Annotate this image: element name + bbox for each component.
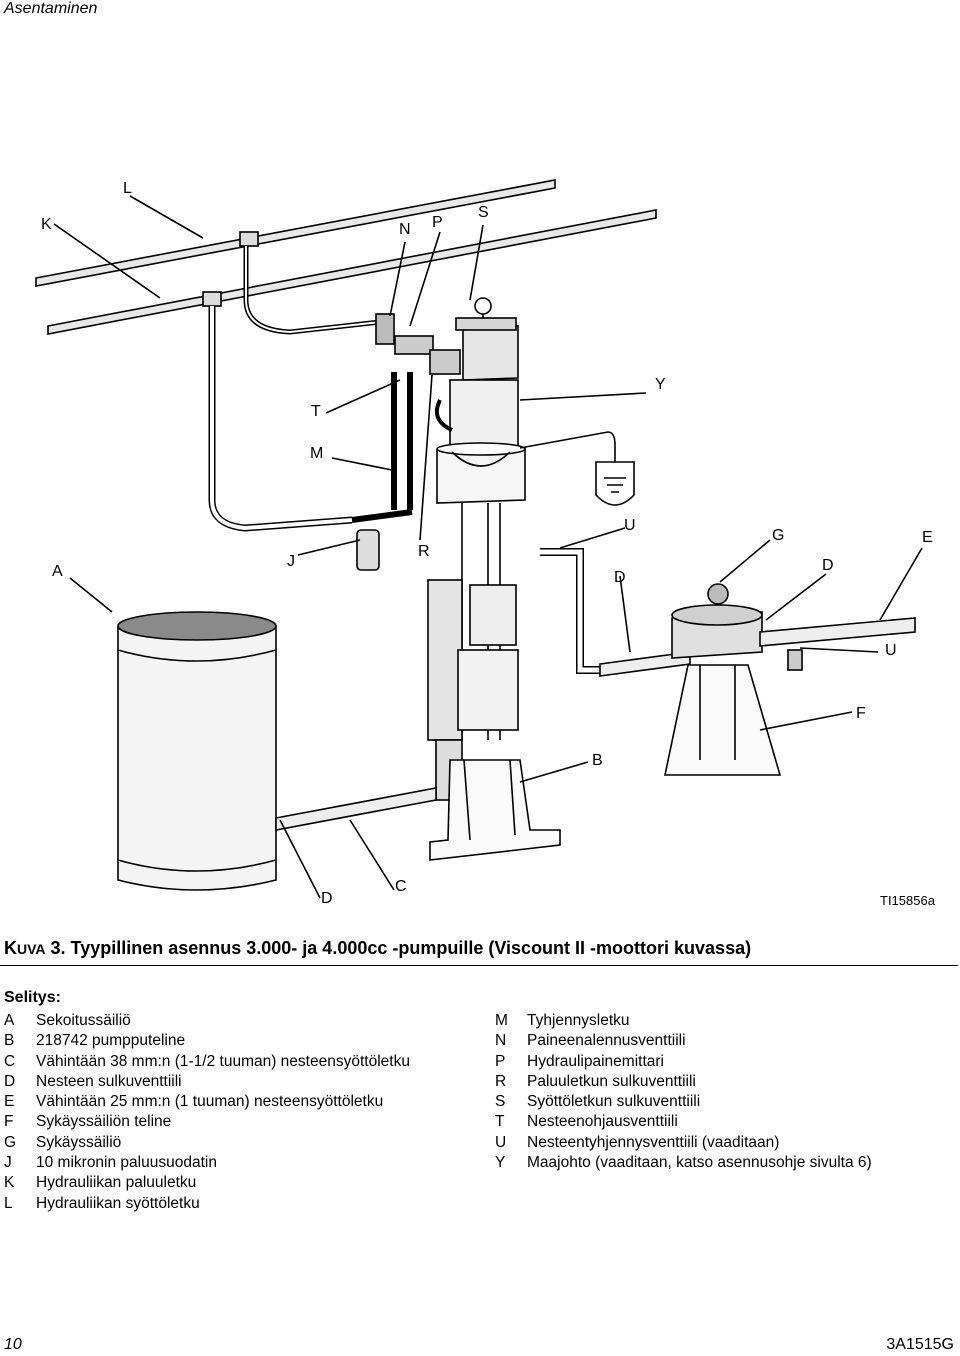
callout-l: L xyxy=(123,180,132,197)
callout-y: Y xyxy=(655,376,666,393)
callout-f: F xyxy=(856,705,866,722)
section-title: Asentaminen xyxy=(4,0,98,17)
callout-r: R xyxy=(418,543,430,560)
hydraulic-return-line xyxy=(47,209,657,335)
callout-d-suction: D xyxy=(321,890,333,907)
legend-key: F xyxy=(4,1113,14,1131)
legend-text: Vähintään 38 mm:n (1-1/2 tuuman) nesteen… xyxy=(36,1052,410,1070)
callout-u-tank: U xyxy=(885,642,897,659)
legend-key: C xyxy=(4,1052,16,1070)
legend-item: L Hydrauliikan syöttöletku xyxy=(4,1194,410,1214)
legend-item: R Paluuletkun sulkuventtiili xyxy=(495,1072,872,1092)
legend-item: A Sekoitussäiliö xyxy=(4,1011,410,1031)
legend-item: K Hydrauliikan paluuletku xyxy=(4,1173,410,1193)
legend-key: G xyxy=(4,1133,17,1151)
callout-u-top: U xyxy=(624,517,636,534)
legend-text: Sykäyssäiliön teline xyxy=(36,1113,172,1131)
legend-item: C Vähintään 38 mm:n (1-1/2 tuuman) nestee… xyxy=(4,1052,410,1072)
illustration-number: TI15856a xyxy=(880,893,935,908)
legend-item: D Nesteen sulkuventtiili xyxy=(4,1072,410,1092)
callout-k: K xyxy=(41,216,52,233)
callout-p: P xyxy=(432,214,443,231)
legend-item: S Syöttöletkun sulkuventtiili xyxy=(495,1092,872,1112)
legend-text: Paineenalennusventtiili xyxy=(527,1032,686,1050)
legend-text: Nesteen sulkuventtiili xyxy=(36,1072,182,1090)
legend-text: Syöttöletkun sulkuventtiili xyxy=(527,1093,701,1111)
callout-m: M xyxy=(310,445,324,462)
callout-n: N xyxy=(399,221,411,238)
legend-text: Paluuletkun sulkuventtiili xyxy=(527,1072,696,1090)
document-number: 3A1515G xyxy=(886,1336,954,1353)
installation-drawing xyxy=(35,179,923,899)
legend-key: N xyxy=(495,1032,507,1050)
legend-right-column: M Tyhjennysletku N Paineenalennusventtiili… xyxy=(495,1011,872,1173)
legend-item: Y Maajohto (vaaditaan, katso asennusohje … xyxy=(495,1153,872,1173)
legend-text: Hydrauliikan paluuletku xyxy=(36,1174,197,1192)
legend-key: A xyxy=(4,1012,15,1029)
legend-text: Sekoitussäiliö xyxy=(36,1012,131,1029)
legend-key: K xyxy=(4,1174,15,1192)
legend-text: Vähintään 25 mm:n (1 tuuman) nesteensyöt… xyxy=(36,1093,384,1111)
legend-item: G Sykäyssäiliö xyxy=(4,1133,410,1153)
legend-text: Tyhjennysletku xyxy=(527,1012,630,1029)
figure-caption: KUVA 3. Tyypillinen asennus 3.000- ja 4.… xyxy=(4,938,751,959)
caption-divider xyxy=(0,965,958,966)
legend-text: Hydraulipainemittari xyxy=(527,1052,664,1070)
hydraulic-supply-line xyxy=(35,179,556,287)
callout-j: J xyxy=(287,553,295,570)
legend-key: E xyxy=(4,1093,15,1111)
legend-item: E Vähintään 25 mm:n (1 tuuman) nesteensyö… xyxy=(4,1092,410,1112)
callout-d-tank: D xyxy=(822,557,834,574)
legend-key: M xyxy=(495,1012,508,1029)
callout-e: E xyxy=(922,529,933,546)
caption-text: 3. Tyypillinen asennus 3.000- ja 4.000cc… xyxy=(45,938,752,958)
legend-text: 10 mikronin paluusuodatin xyxy=(36,1154,217,1172)
legend-item: P Hydraulipainemittari xyxy=(495,1052,872,1072)
legend-key: J xyxy=(4,1154,12,1172)
legend-key: D xyxy=(4,1072,16,1090)
legend-item: U Nesteentyhjennysventtiili (vaaditaan) xyxy=(495,1133,872,1153)
page-number: 10 xyxy=(4,1336,22,1353)
legend-text: Hydrauliikan syöttöletku xyxy=(36,1194,200,1212)
callout-d-outlet: D xyxy=(614,569,626,586)
legend-title: Selitys: xyxy=(4,989,61,1006)
legend-key: R xyxy=(495,1072,507,1090)
legend-item: N Paineenalennusventtiili xyxy=(495,1031,872,1051)
legend-key: L xyxy=(4,1194,13,1212)
legend-left-column: A Sekoitussäiliö B 218742 pumpputeline C Vä… xyxy=(4,1011,410,1214)
caption-prefix-smallcaps: UVA xyxy=(17,941,46,957)
callout-g: G xyxy=(772,527,785,544)
legend-text: Nesteenohjausventtiili xyxy=(527,1113,678,1131)
callout-b: B xyxy=(592,752,603,769)
callout-t: T xyxy=(311,403,321,420)
callout-s: S xyxy=(478,204,489,221)
legend-text: Sykäyssäiliö xyxy=(36,1133,122,1151)
caption-prefix-letter: K xyxy=(4,938,17,958)
legend-key: B xyxy=(4,1032,15,1050)
legend-key: Y xyxy=(495,1154,506,1172)
legend-item: J 10 mikronin paluusuodatin xyxy=(4,1153,410,1173)
callout-a: A xyxy=(52,563,63,580)
legend-key: S xyxy=(495,1093,506,1111)
callout-c: C xyxy=(395,878,407,895)
legend-item: F Sykäyssäiliön teline xyxy=(4,1112,410,1132)
legend-item: B 218742 pumpputeline xyxy=(4,1031,410,1051)
legend-key: U xyxy=(495,1133,507,1151)
legend-item: M Tyhjennysletku xyxy=(495,1011,872,1031)
legend-item: T Nesteenohjausventtiili xyxy=(495,1112,872,1132)
legend-text: Maajohto (vaaditaan, katso asennusohje s… xyxy=(527,1154,872,1172)
legend-text: Nesteentyhjennysventtiili (vaaditaan) xyxy=(527,1133,780,1151)
legend-key: T xyxy=(495,1113,505,1131)
legend-text: 218742 pumpputeline xyxy=(36,1032,186,1050)
legend-key: P xyxy=(495,1052,506,1070)
